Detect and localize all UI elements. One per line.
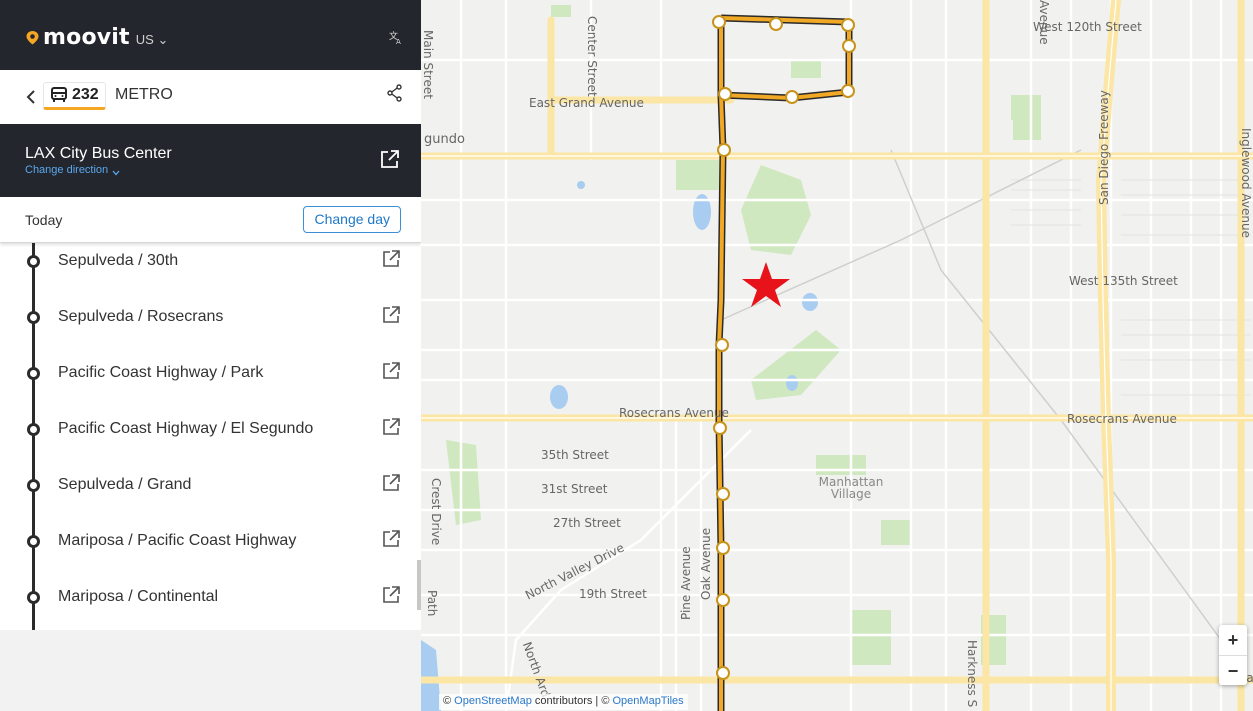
map-label: Avenue [1037,0,1051,45]
direction-bar: LAX City Bus Center Change direction [0,124,421,197]
stop-item[interactable]: Mariposa / Continental [0,579,421,630]
star-marker-icon [742,262,790,307]
map-attribution: © OpenStreetMap contributors | © OpenMap… [439,694,688,710]
map-label: East Grand Avenue [529,96,644,110]
external-link-icon[interactable] [382,361,401,380]
map-label: San Diego Freeway [1097,90,1111,205]
region-selector[interactable]: US ⌄ [136,32,169,48]
stop-item[interactable]: Pacific Coast Highway / Park [0,355,421,411]
map-label: gundo [424,132,465,147]
stop-item[interactable]: Pacific Coast Highway / El Segundo [0,411,421,467]
stop-dot [27,535,40,548]
attribution-prefix: © [443,695,455,707]
stop-dot [27,591,40,604]
scrollbar-thumb[interactable] [417,560,422,610]
map-label: 19th Street [579,587,647,601]
map-label: Inglewood Avenue [1239,128,1253,238]
stop-dot [27,255,40,268]
bus-icon [50,87,68,103]
map-label: Harkness S [965,640,979,708]
zoom-in-button[interactable]: + [1227,630,1239,650]
change-direction-link[interactable]: Change direction [25,164,120,176]
stop-item[interactable]: Sepulveda / Rosecrans [0,299,421,355]
route-timeline [32,243,35,630]
svg-text:文: 文 [389,30,398,42]
external-link-icon[interactable] [382,473,401,492]
zoom-out-button[interactable]: − [1219,655,1247,685]
railway [720,149,1222,641]
map-label: Pine Avenue [679,546,693,620]
water-areas [421,181,818,711]
stop-dot [27,423,40,436]
agency-name: METRO [115,86,173,103]
stop-name: Pacific Coast Highway / El Segundo [58,420,314,437]
osm-link[interactable]: OpenStreetMap [454,695,532,707]
schedule-day-row: Today Change day [0,197,421,243]
stop-dot [27,479,40,492]
route-header: 232 METRO [0,70,421,124]
stop-name: Pacific Coast Highway / Park [58,364,264,381]
change-day-button[interactable]: Change day [303,206,401,233]
major-road-centerlines [421,0,1253,711]
chevron-down-icon [112,167,120,176]
region-label: US [135,31,154,47]
map-label: Main Street [421,30,435,99]
stop-item[interactable]: Sepulveda / Grand [0,467,421,523]
stop-name: Mariposa / Pacific Coast Highway [58,532,297,549]
map-view[interactable]: West 120th Street East Grand Avenue Cent… [421,0,1253,711]
stop-item[interactable]: Sepulveda / 30th [0,243,421,299]
map-label: 35th Street [541,448,609,462]
map-label: West 135th Street [1069,274,1178,288]
map-label: Crest Drive [429,478,443,546]
zoom-control: + − [1219,625,1247,685]
chevron-down-icon: ⌄ [157,31,169,47]
map-label: Manhattan Village [818,475,884,501]
external-link-icon[interactable] [379,148,401,170]
map-canvas [421,0,1253,711]
map-label: Path [425,590,439,617]
direction-title: LAX City Bus Center [25,145,172,162]
share-icon[interactable] [387,84,403,102]
openmaptiles-link[interactable]: OpenMapTiles [612,695,684,707]
map-label: Center Street [585,16,599,97]
external-link-icon[interactable] [382,305,401,324]
stops-list: Sepulveda / 30th Sepulveda / Rosecrans P… [0,243,421,630]
route-badge: 232 [43,82,106,110]
map-label: 27th Street [553,516,621,530]
map-label: 31st Street [541,482,608,496]
external-link-icon[interactable] [382,529,401,548]
map-label: West 120th Street [1033,20,1142,34]
chevron-left-icon[interactable] [24,87,38,107]
map-label: Oak Avenue [699,527,713,600]
residential-blocks [1011,179,1251,396]
external-link-icon[interactable] [382,417,401,436]
moovit-logo[interactable]: moovit US ⌄ [25,25,168,50]
route-stops [712,15,856,680]
change-direction-label: Change direction [25,164,109,176]
route-number: 232 [72,86,99,103]
stop-item[interactable]: Mariposa / Pacific Coast Highway [0,523,421,579]
stop-name: Sepulveda / 30th [58,252,179,269]
location-pin-icon [25,30,40,45]
stop-dot [27,367,40,380]
map-label: Rosecrans Avenue [1067,412,1177,426]
stop-name: Sepulveda / Rosecrans [58,308,224,325]
external-link-icon[interactable] [382,249,401,268]
day-label: Today [25,212,63,228]
external-link-icon[interactable] [382,585,401,604]
panel-footer [0,630,421,711]
stop-name: Sepulveda / Grand [58,476,192,493]
stop-name: Mariposa / Continental [58,588,219,605]
logo-wordmark: moovit [43,25,130,50]
attribution-middle: contributors | © [531,695,613,707]
map-label: Rosecrans Avenue [619,406,729,420]
svg-text:A: A [396,38,401,44]
stop-dot [27,311,40,324]
